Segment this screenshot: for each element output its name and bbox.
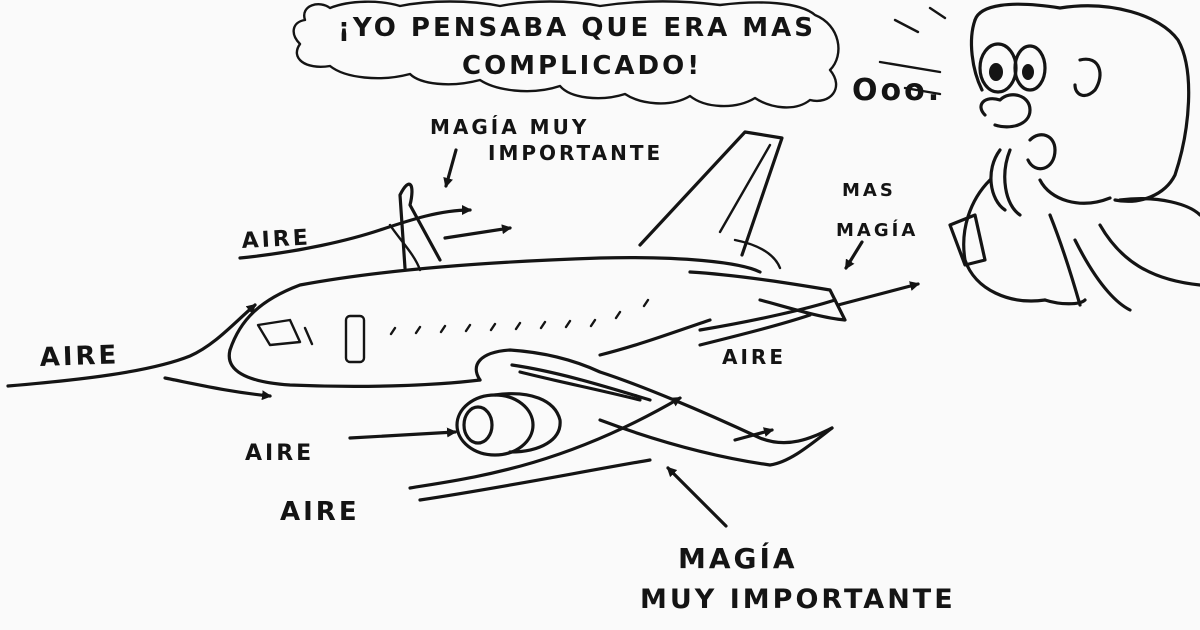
airflow-arrows (6, 148, 920, 528)
label-magia-bottom-line1: MAGÍA (678, 541, 798, 575)
label-aire-left: AIRE (39, 340, 120, 373)
label-mas-magia-line1: MAS (842, 180, 896, 201)
label-magia-top-line1: MAGÍA MUY (430, 115, 589, 139)
label-aire-top: AIRE (241, 225, 311, 254)
airplane (227, 130, 847, 467)
thought-text-line1: ¡YO PENSABA QUE ERA MAS (338, 13, 816, 43)
exclamation-text: Ooo. (852, 73, 942, 108)
thought-text-line2: COMPLICADO! (462, 51, 702, 81)
thought-cloud (292, 0, 840, 109)
surprised-man (948, 2, 1200, 312)
surprise-lines (878, 6, 947, 96)
label-magia-bottom-line2: MUY IMPORTANTE (640, 584, 956, 615)
label-magia-top-line2: IMPORTANTE (488, 141, 663, 165)
label-mas-magia-line2: MAGÍA (836, 219, 918, 241)
label-aire-tail: AIRE (722, 345, 786, 369)
label-aire-engine: AIRE (245, 441, 314, 466)
label-aire-bottom: AIRE (280, 497, 360, 527)
